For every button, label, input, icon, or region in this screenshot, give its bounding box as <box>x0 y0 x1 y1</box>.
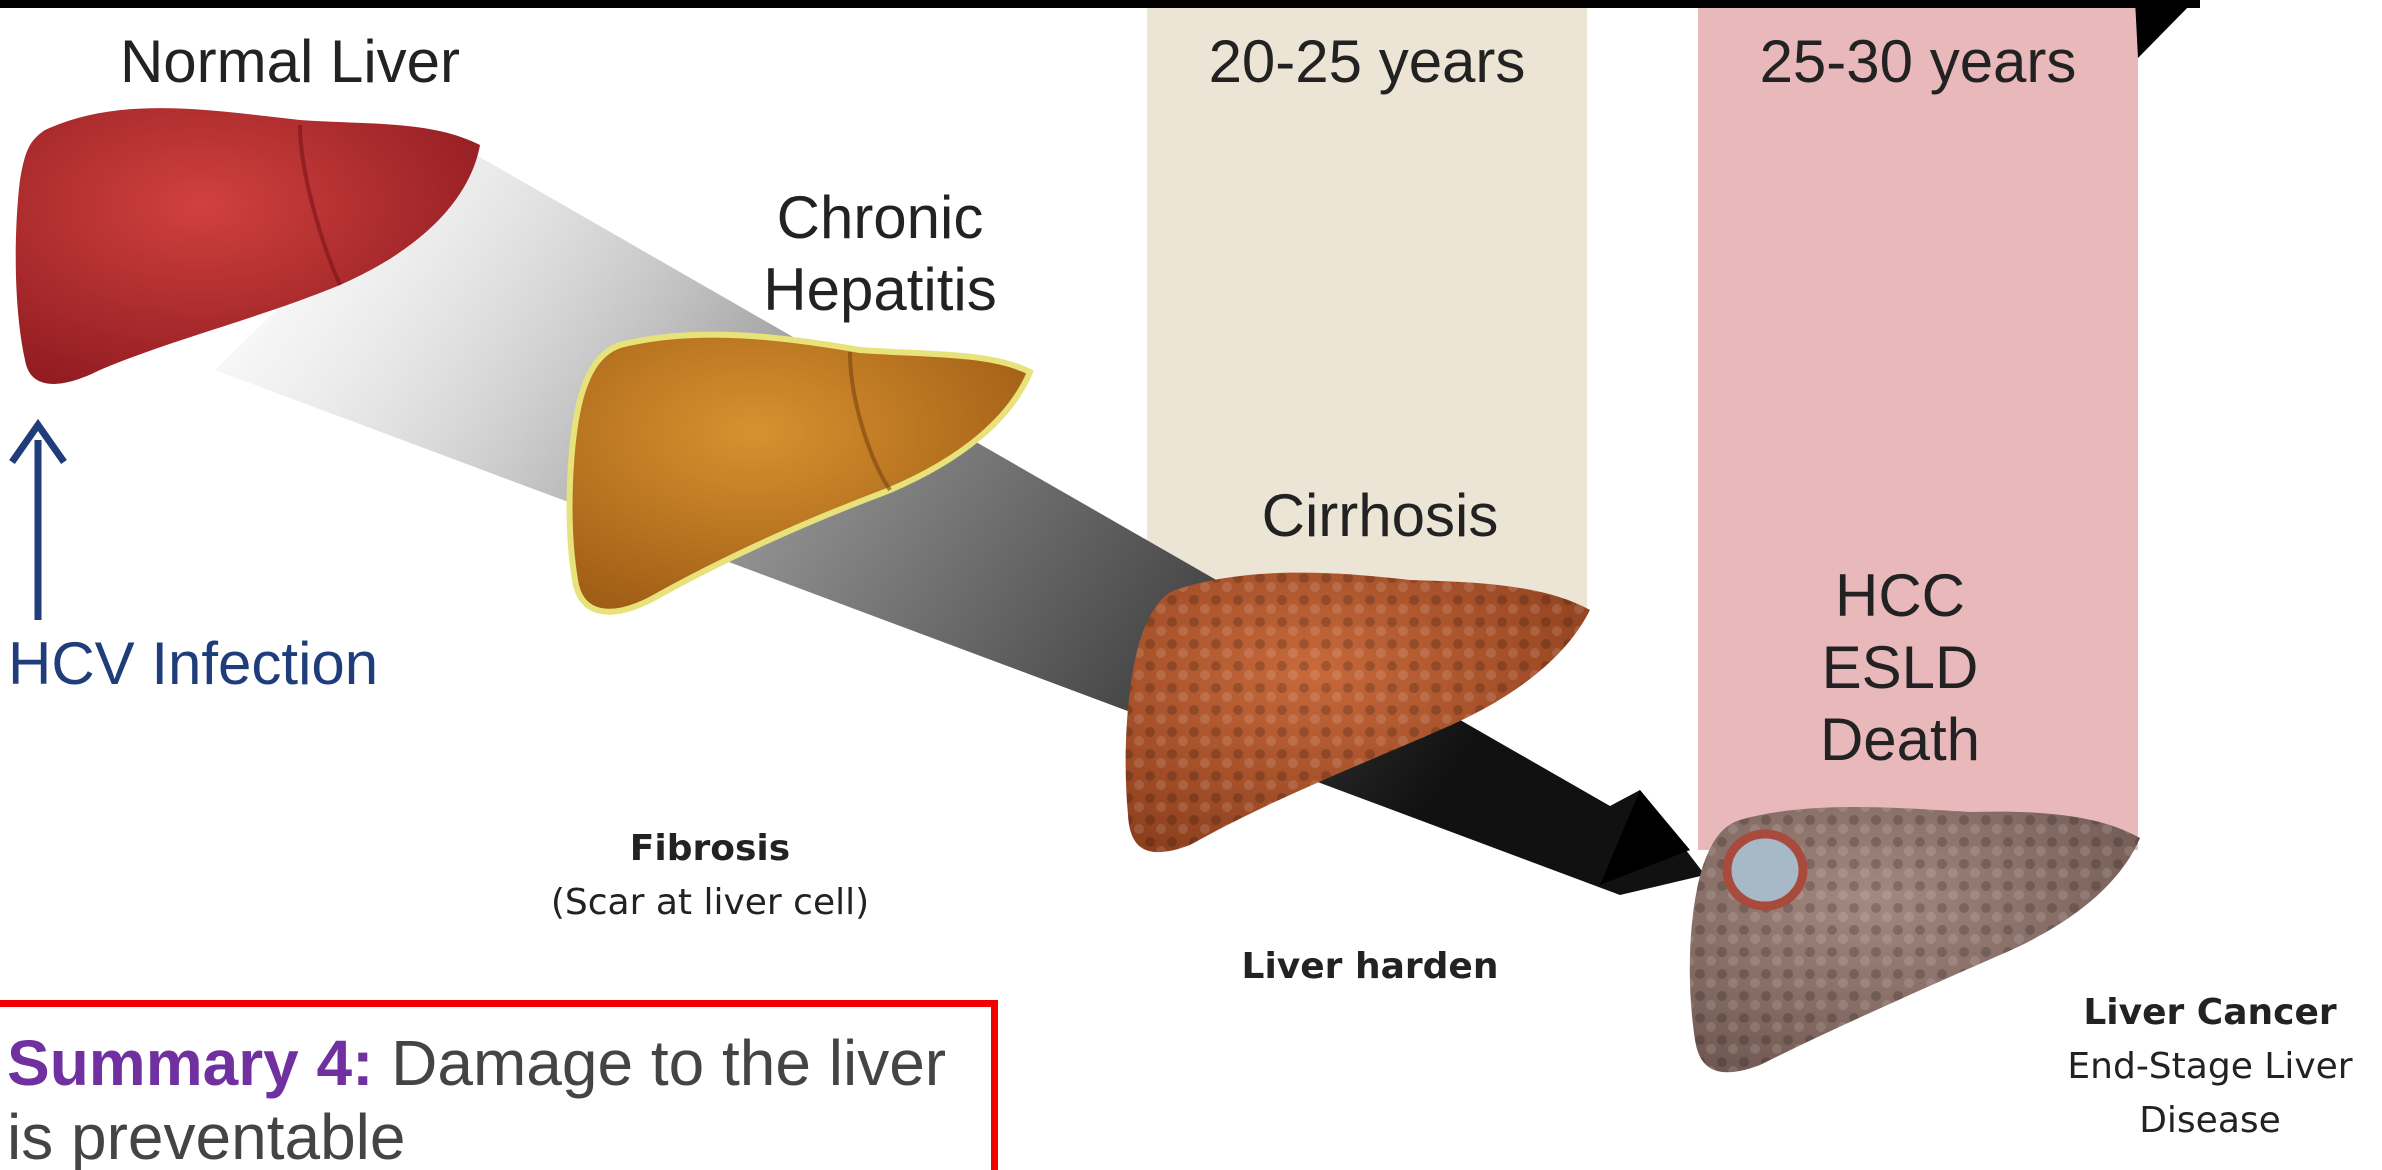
hcc-label: HCC <box>1750 560 2050 632</box>
fibrosis-caption: Fibrosis (Scar at liver cell) <box>500 822 920 930</box>
chronic-label-line1: Chronic <box>730 182 1030 254</box>
timeline-arrowhead <box>2135 0 2195 58</box>
liver-cancer-sub2: Disease <box>2040 1094 2380 1148</box>
outcome-label: HCC ESLD Death <box>1750 560 2050 776</box>
liver-harden-caption: Liver harden <box>1190 946 1550 987</box>
summary-box: Summary 4: Damage to the liver is preven… <box>0 1000 998 1170</box>
band1-label: 20-25 years <box>1147 26 1587 98</box>
summary-text: Summary 4: Damage to the liver is preven… <box>7 1027 997 1170</box>
cirrhosis-label: Cirrhosis <box>1230 480 1530 552</box>
summary-label: Summary 4: <box>7 1027 373 1099</box>
liver-cancer-sub1: End-Stage Liver <box>2040 1040 2380 1094</box>
tumor-spot <box>1727 834 1803 906</box>
fibrosis-title: Fibrosis <box>500 822 920 876</box>
chronic-label-line2: Hepatitis <box>730 254 1030 326</box>
death-label: Death <box>1750 704 2050 776</box>
chronic-hepatitis-label: Chronic Hepatitis <box>730 182 1030 326</box>
esld-label: ESLD <box>1750 632 2050 704</box>
liver-cancer-caption: Liver Cancer End-Stage Liver Disease <box>2040 986 2380 1148</box>
timeline-bar <box>0 0 2200 8</box>
liver-cancer-title: Liver Cancer <box>2040 986 2380 1040</box>
normal-liver-label: Normal Liver <box>100 26 480 98</box>
fibrosis-subtitle: (Scar at liver cell) <box>551 882 869 923</box>
band2-label: 25-30 years <box>1698 26 2138 98</box>
hcv-infection-label: HCV Infection <box>8 628 378 700</box>
liver-harden-title: Liver harden <box>1190 946 1550 987</box>
